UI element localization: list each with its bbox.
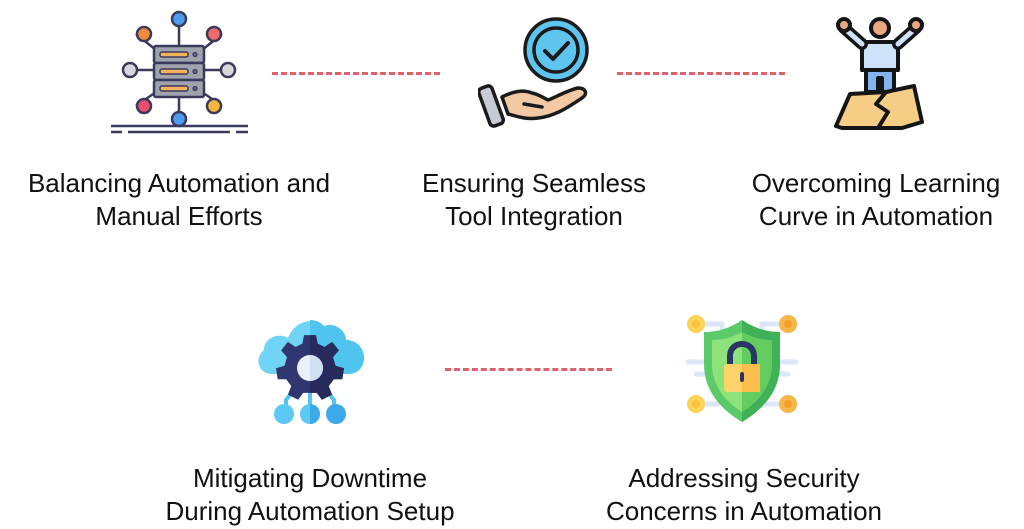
node-label: Addressing Security Concerns in Automati… [576,462,912,528]
label-line: Balancing Automation and [27,168,331,198]
label-line: Tool Integration [445,201,623,231]
node-label: Ensuring Seamless Tool Integration [392,167,676,233]
connector-balancing-integration [272,72,440,75]
hand-checkmark-icon [478,17,589,128]
label-line: Curve in Automation [758,201,994,231]
label-line: During Automation Setup [165,496,455,526]
label-line: Addressing Security [628,463,860,493]
server-network-icon [111,10,248,134]
label-line: Concerns in Automation [605,496,883,526]
label-line: Overcoming Learning [751,168,1001,198]
connector-downtime-security [445,368,612,371]
security-shield-lock-icon [685,315,799,422]
node-label: Overcoming Learning Curve in Automation [728,167,1024,233]
connector-integration-learning [617,72,785,75]
node-label: Mitigating Downtime During Automation Se… [135,462,485,528]
node-label: Balancing Automation and Manual Efforts [0,167,358,233]
cloud-gear-icon [258,320,365,424]
label-line: Manual Efforts [95,201,263,231]
label-line: Ensuring Seamless [422,168,646,198]
label-line: Mitigating Downtime [192,463,428,493]
person-summit-icon [834,17,924,130]
